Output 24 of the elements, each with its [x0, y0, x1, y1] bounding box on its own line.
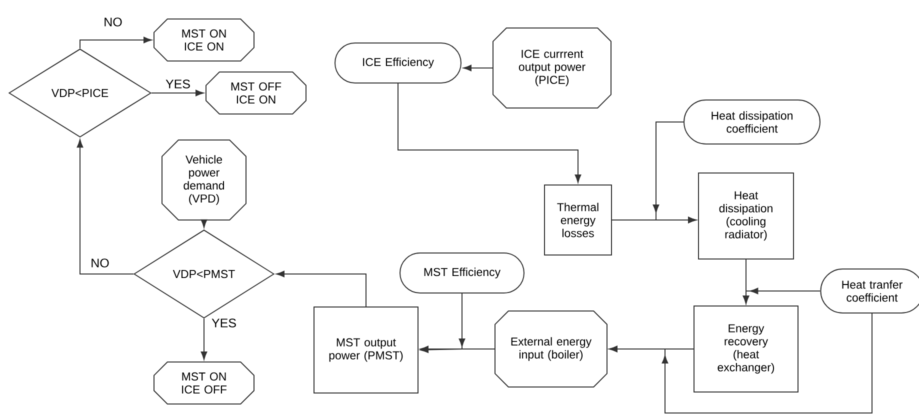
edge-label: NO — [102, 16, 124, 28]
arrow — [151, 90, 204, 96]
edge-label: YES — [210, 318, 238, 328]
arrow — [80, 36, 152, 49]
process-box: MST output power (PMST) — [314, 306, 418, 394]
arrow — [463, 64, 493, 72]
process-box: Thermal energy losses — [544, 184, 612, 256]
parameter-box: ICE Efficiency — [334, 42, 462, 84]
arrow — [276, 270, 366, 307]
arrow — [200, 318, 208, 360]
parameter-box: MST Efficiency — [400, 252, 524, 294]
arrow — [420, 293, 466, 353]
process-box: Heat dissipation (cooling radiator) — [698, 172, 794, 260]
edge-label: NO — [90, 258, 110, 268]
arrow — [742, 288, 821, 304]
arrow — [398, 83, 582, 183]
arrow — [609, 313, 872, 414]
arrow — [76, 139, 134, 274]
arrow — [200, 219, 208, 228]
edge-label: YES — [164, 78, 192, 90]
parameter-box: Heat dissipation coefficient — [684, 100, 820, 144]
arrow — [652, 122, 696, 224]
parameter-box: Heat tranfer coefficient — [820, 268, 919, 314]
process-box: Energy recovery (heat exchanger) — [694, 306, 798, 392]
